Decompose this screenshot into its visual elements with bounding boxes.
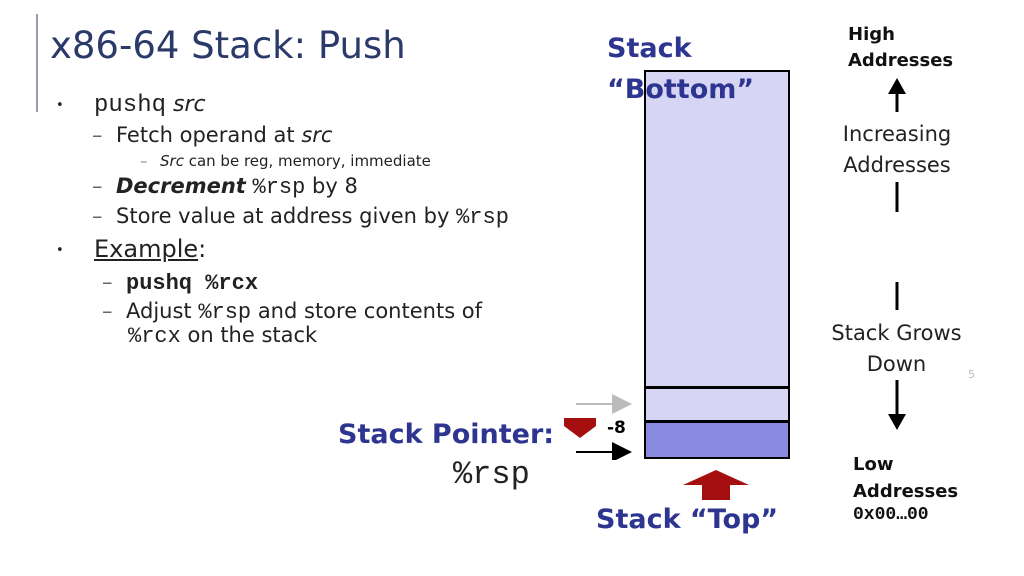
sub-decrement: –Decrement %rsp by 8 (92, 174, 358, 200)
offset-label: -8 (607, 418, 626, 438)
low-address-value: 0x00…00 (853, 505, 929, 525)
sub-pushq-rcx: –pushq %rcx (102, 270, 259, 296)
sub-adjust-rsp: –Adjust %rsp and store contents of (102, 299, 483, 325)
sub-adjust-rsp-cont: %rcx on the stack (128, 323, 318, 349)
stack-pointer-register: %rsp (453, 456, 530, 493)
stack-top-up-arrow-icon (683, 470, 749, 500)
stack-bottom-label: Stack “Bottom” (607, 33, 755, 105)
bullet-example: •Example: (56, 235, 207, 263)
increasing-up-arrow-icon (888, 78, 906, 212)
sub-fetch-operand: –Fetch operand at src (92, 123, 333, 147)
stack-top-label: Stack “Top” (596, 504, 779, 535)
subsub-src-types: –Src can be reg, memory, immediate (140, 152, 431, 170)
stack-pointer-arrows (564, 394, 632, 460)
stack-pointer-label: Stack Pointer: (338, 419, 555, 450)
code-pushq: pushq (94, 92, 167, 119)
page-number: 5 (968, 368, 975, 381)
high-addresses-label: High Addresses (848, 24, 954, 71)
stack-grows-down-label: Stack Grows Down (831, 321, 962, 376)
grows-down-arrow-icon (888, 282, 906, 430)
italic-src: src (173, 92, 206, 117)
low-addresses-label: Low Addresses (853, 454, 959, 502)
stack-memory-block (644, 70, 790, 388)
stack-slot-new-top (644, 421, 790, 459)
title-accent-line (36, 14, 38, 112)
bullet-dot: • (56, 97, 64, 113)
increasing-addresses-label: Increasing Addresses (842, 122, 952, 177)
stack-slot-previous-top (644, 387, 790, 422)
bullet-pushq: • pushq src (56, 92, 206, 119)
pointer-down-arrow-icon (564, 418, 596, 438)
sub-store-value: –Store value at address given by %rsp (92, 204, 509, 230)
slide-title: x86-64 Stack: Push (50, 24, 406, 67)
